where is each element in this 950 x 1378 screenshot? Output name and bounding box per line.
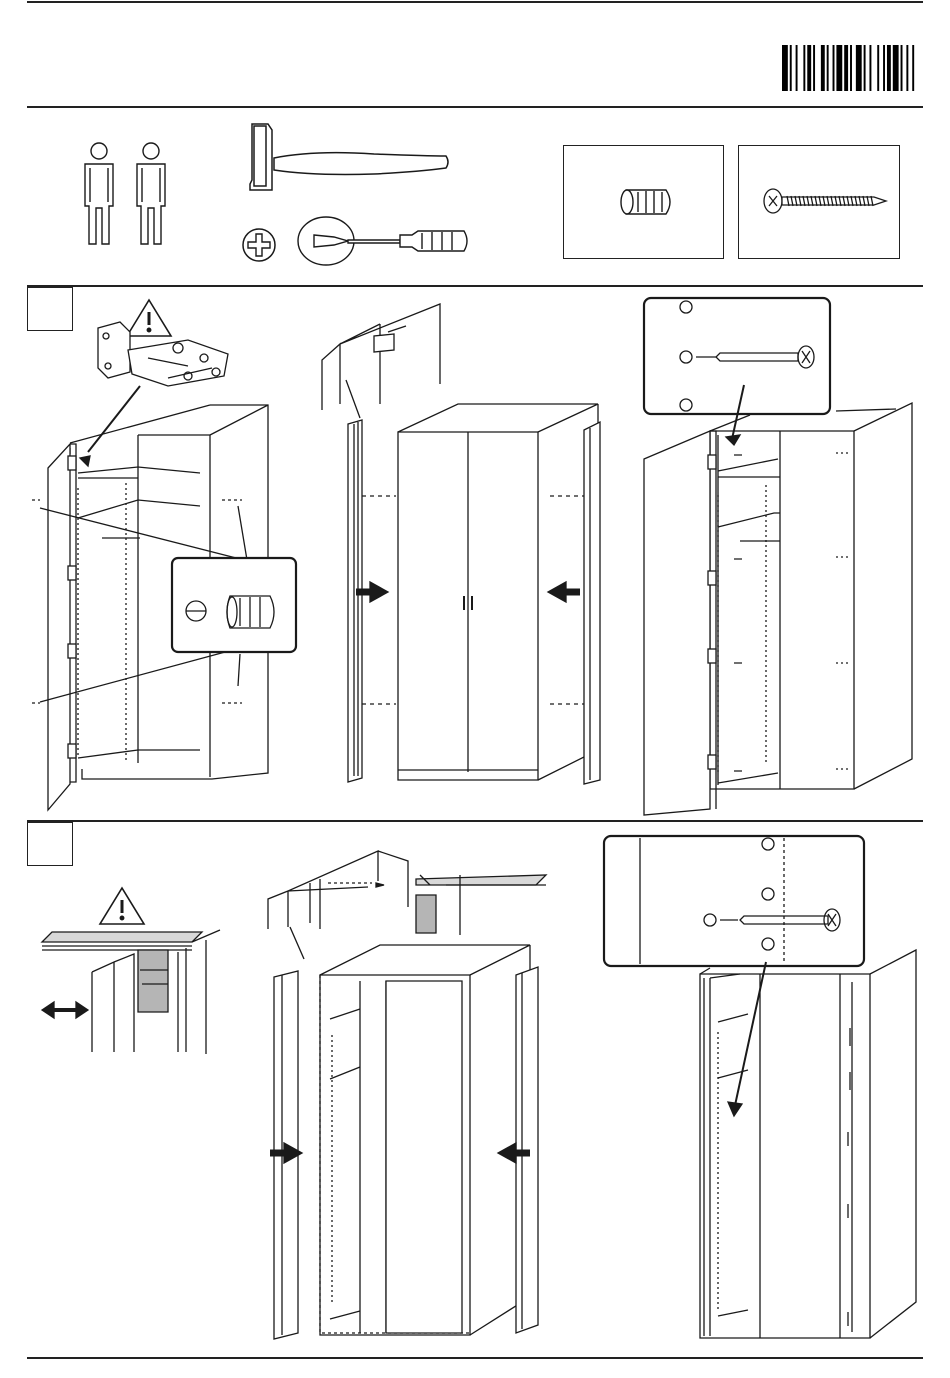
person-icon (85, 143, 113, 244)
barcode-bar (877, 45, 879, 91)
barcode-bar (844, 45, 848, 91)
barcode (782, 45, 920, 91)
barcode-bar (869, 45, 871, 91)
warning-icon (100, 888, 144, 924)
barcode-bar (807, 45, 811, 91)
barcode-bar (803, 45, 805, 91)
barcode-bar (790, 45, 792, 91)
phillips-bit-icon (240, 225, 280, 265)
screwdriver-icon (296, 213, 476, 269)
hammer-icon (240, 120, 455, 195)
barcode-bar (883, 45, 885, 91)
tools-row (0, 110, 950, 285)
barcode-bar (833, 45, 835, 91)
barcode-bar (856, 45, 862, 91)
bottom-rule (27, 1357, 923, 1359)
two-people-icon (75, 140, 175, 250)
barcode-bar (893, 45, 899, 91)
step2-rail-panel (28, 880, 238, 1060)
barcode-bar (836, 45, 842, 91)
part-screw-box (738, 145, 900, 259)
step1-side-insert-panel (318, 300, 618, 790)
barcode-bar (864, 45, 866, 91)
part-dowel-box (563, 145, 724, 259)
header-rule (27, 106, 923, 108)
step2-side-slide-panel (260, 835, 560, 1347)
barcode-bar (901, 45, 903, 91)
barcode-bar (912, 45, 914, 91)
step-2-box (27, 822, 73, 866)
step1-rule (27, 285, 923, 287)
step1-hinge-panel (28, 288, 318, 813)
barcode-bar (827, 45, 829, 91)
barcode-bar (782, 45, 788, 91)
dowel-icon (618, 186, 676, 218)
person-icon (137, 143, 165, 244)
warning-icon (127, 300, 171, 336)
barcode-bar (850, 45, 852, 91)
top-rule (27, 1, 923, 3)
barcode-bar (821, 45, 825, 91)
screw-icon (761, 186, 891, 216)
barcode-bar (796, 45, 798, 91)
barcode-bar (813, 45, 815, 91)
step2-rule (27, 820, 923, 822)
step2-top-screw-panel (600, 832, 922, 1347)
barcode-bar (906, 45, 908, 91)
step1-screw-panel (640, 295, 920, 820)
barcode-bar (887, 45, 891, 91)
